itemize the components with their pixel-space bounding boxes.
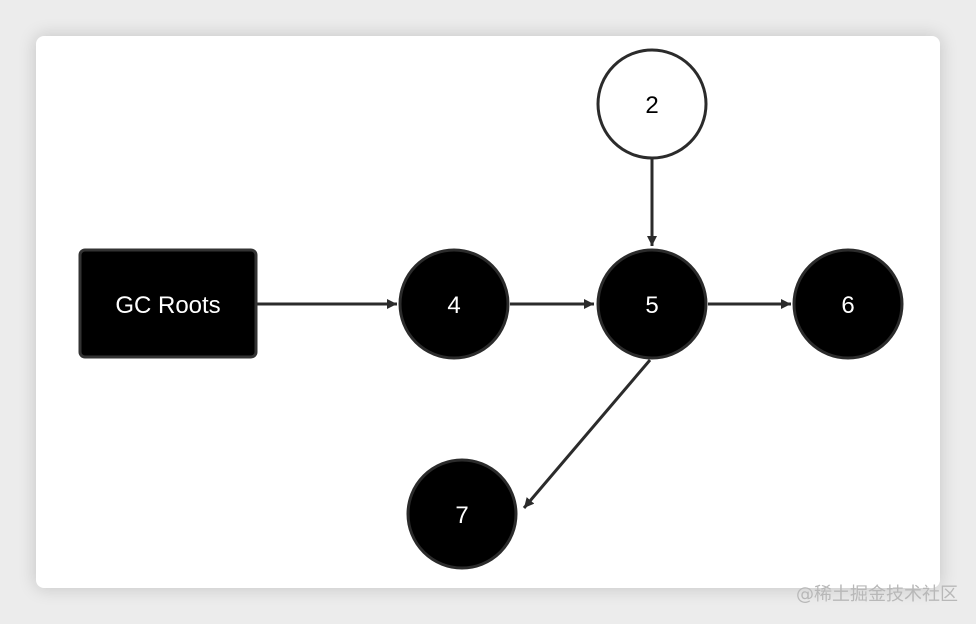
node-6: 6 <box>792 248 904 360</box>
node-2: 2 <box>596 48 708 160</box>
gc-roots-node: GC Roots <box>78 248 258 359</box>
gc-roots-label: GC Roots <box>115 292 220 319</box>
node-7-label: 7 <box>455 502 468 529</box>
node-2-label: 2 <box>645 92 658 119</box>
node-5: 5 <box>596 248 708 360</box>
edge-5-to-7 <box>522 359 652 509</box>
node-5-label: 5 <box>645 292 658 319</box>
node-4: 4 <box>398 248 510 360</box>
node-4-label: 4 <box>447 292 460 319</box>
node-6-label: 6 <box>841 292 854 319</box>
watermark: @稀土掘金技术社区 <box>796 584 958 605</box>
node-7: 7 <box>406 458 518 570</box>
